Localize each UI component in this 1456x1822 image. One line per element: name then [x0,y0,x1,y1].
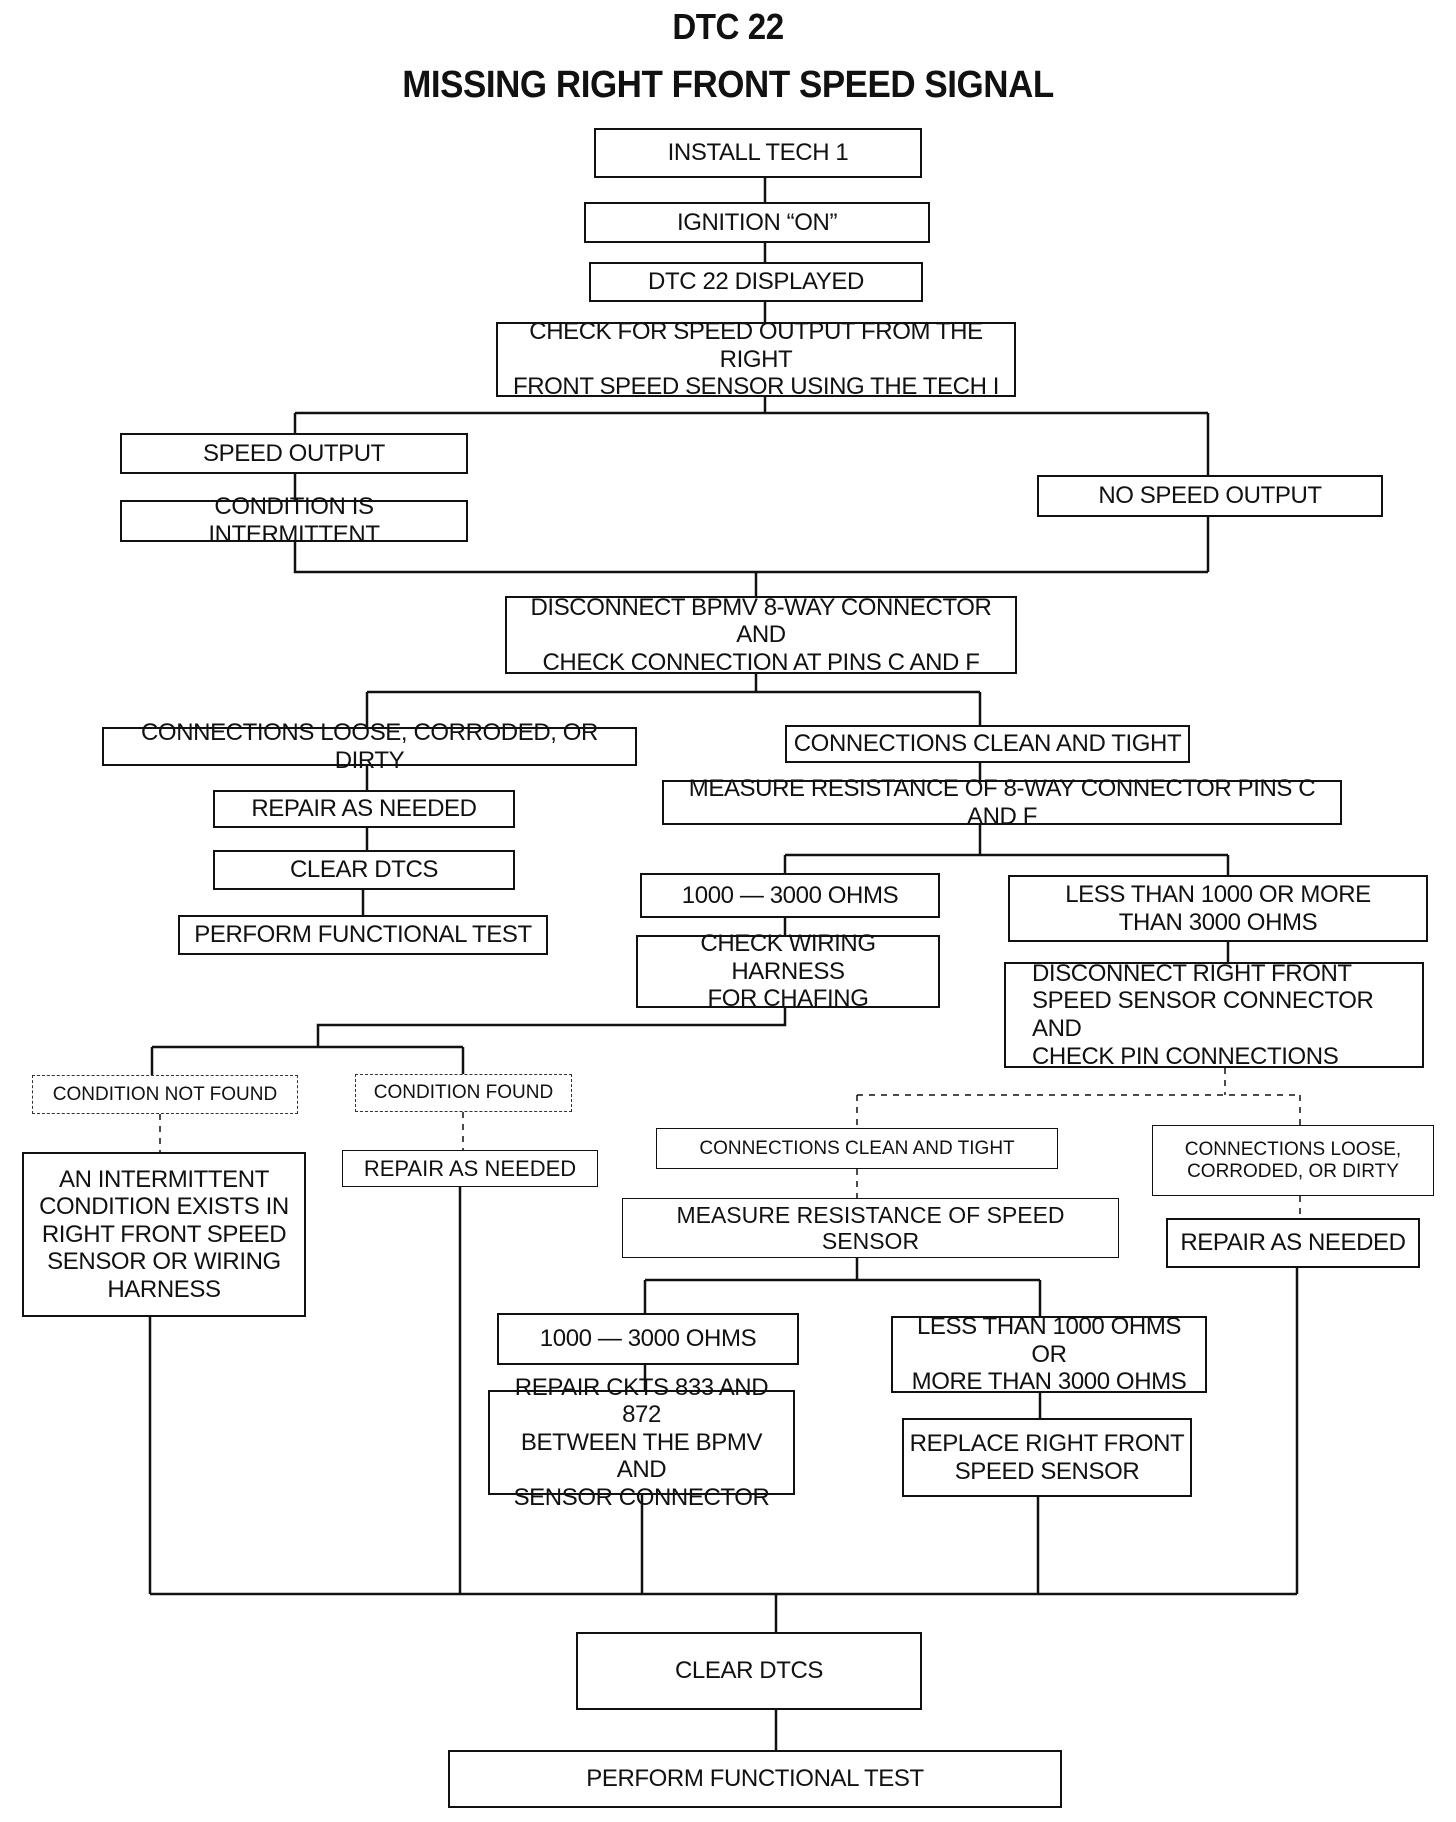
ohms-ok-sensor-box: 1000 — 3000 OHMS [497,1313,799,1365]
intermittent-exists-box: AN INTERMITTENT CONDITION EXISTS IN RIGH… [22,1152,306,1317]
cond-not-found-label: CONDITION NOT FOUND [52,1083,278,1105]
rf-loose-box: CONNECTIONS LOOSE, CORRODED, OR DIRTY [1152,1125,1434,1196]
check-harness-label: CHECK WIRING HARNESS FOR CHAFING [700,930,876,1013]
ohms-ok-sensor-label: 1000 — 3000 OHMS [539,1325,757,1353]
ignition-on-box: IGNITION “ON” [584,202,930,243]
harness-repair-box: REPAIR AS NEEDED [342,1150,598,1187]
disconnect-bpmv-box: DISCONNECT BPMV 8-WAY CONNECTOR AND CHEC… [505,593,1017,676]
rf-repair-label: REPAIR AS NEEDED [1180,1229,1406,1257]
repair-ckts-box: REPAIR CKTS 833 AND 872 BETWEEN THE BPMV… [488,1374,795,1511]
check-speed-output-box: CHECK FOR SPEED OUTPUT FROM THE RIGHT FR… [496,318,1016,400]
replace-sensor-box: REPLACE RIGHT FRONT SPEED SENSOR [902,1418,1192,1497]
disconnect-rf-label: DISCONNECT RIGHT FRONT SPEED SENSOR CONN… [1032,959,1374,1070]
cond-found-box: CONDITION FOUND [355,1074,572,1112]
disconnect-bpmv-label: DISCONNECT BPMV 8-WAY CONNECTOR AND CHEC… [530,593,992,676]
speed-output-box: SPEED OUTPUT [120,433,468,474]
cond-not-found-box: CONDITION NOT FOUND [32,1075,298,1114]
final-clear-label: CLEAR DTCS [674,1657,824,1685]
check-harness-box: CHECK WIRING HARNESS FOR CHAFING [636,930,940,1012]
no-speed-output-box: NO SPEED OUTPUT [1037,475,1383,517]
repair-ckts-label: REPAIR CKTS 833 AND 872 BETWEEN THE BPMV… [513,1373,770,1511]
rf-clean-box: CONNECTIONS CLEAN AND TIGHT [656,1128,1058,1169]
bpmv-clean-label: CONNECTIONS CLEAN AND TIGHT [793,730,1182,758]
disconnect-rf-box: DISCONNECT RIGHT FRONT SPEED SENSOR CONN… [1004,959,1424,1070]
install-tech1-box: INSTALL TECH 1 [594,128,922,178]
condition-intermittent-label: CONDITION IS INTERMITTENT [208,493,380,548]
ohms-bad-sensor-label: LESS THAN 1000 OHMS OR MORE THAN 3000 OH… [911,1313,1187,1396]
check-speed-output-label: CHECK FOR SPEED OUTPUT FROM THE RIGHT FR… [512,318,1000,401]
harness-repair-label: REPAIR AS NEEDED [363,1155,577,1181]
bpmv-clear-label: CLEAR DTCS [289,856,439,884]
speed-output-label: SPEED OUTPUT [203,439,385,467]
bpmv-repair-label: REPAIR AS NEEDED [251,795,477,823]
replace-sensor-label: REPLACE RIGHT FRONT SPEED SENSOR [909,1429,1185,1485]
bpmv-functional-box: PERFORM FUNCTIONAL TEST [178,915,548,955]
line-harness-down [316,1008,787,1047]
no-speed-output-label: NO SPEED OUTPUT [1098,482,1322,510]
ohms-bad-8way-label: LESS THAN 1000 OR MORE THAN 3000 OHMS [1065,880,1371,936]
bpmv-loose-label: CONNECTIONS LOOSE, CORRODED, OR DIRTY [141,718,598,774]
title-code: DTC 22 [672,6,784,47]
cond-found-label: CONDITION FOUND [373,1082,554,1104]
ignition-on-label: IGNITION “ON” [676,208,838,236]
bpmv-repair-box: REPAIR AS NEEDED [213,790,515,828]
title-name: MISSING RIGHT FRONT SPEED SIGNAL [402,64,1054,106]
bpmv-loose-box: CONNECTIONS LOOSE, CORRODED, OR DIRTY [102,719,637,774]
final-functional-box: PERFORM FUNCTIONAL TEST [448,1750,1062,1808]
bpmv-clear-box: CLEAR DTCS [213,850,515,890]
rf-loose-label: CONNECTIONS LOOSE, CORRODED, OR DIRTY [1184,1138,1402,1182]
install-tech1-label: INSTALL TECH 1 [667,139,849,167]
measure-sensor-label: MEASURE RESISTANCE OF SPEED SENSOR [676,1201,1065,1254]
final-functional-label: PERFORM FUNCTIONAL TEST [586,1765,924,1793]
rf-clean-label: CONNECTIONS CLEAN AND TIGHT [699,1137,1015,1159]
ohms-bad-8way-box: LESS THAN 1000 OR MORE THAN 3000 OHMS [1008,875,1428,942]
measure-8way-box: MEASURE RESISTANCE OF 8-WAY CONNECTOR PI… [662,775,1342,830]
rf-repair-box: REPAIR AS NEEDED [1166,1218,1420,1268]
measure-sensor-box: MEASURE RESISTANCE OF SPEED SENSOR [622,1198,1119,1258]
ohms-ok-8way-label: 1000 — 3000 OHMS [681,881,899,909]
dtc22-displayed-label: DTC 22 DISPLAYED [648,268,864,296]
ohms-bad-sensor-box: LESS THAN 1000 OHMS OR MORE THAN 3000 OH… [891,1313,1207,1396]
bpmv-functional-label: PERFORM FUNCTIONAL TEST [194,921,532,949]
measure-8way-label: MEASURE RESISTANCE OF 8-WAY CONNECTOR PI… [688,774,1316,830]
intermittent-exists-label: AN INTERMITTENT CONDITION EXISTS IN RIGH… [39,1165,289,1303]
line-merge-1 [293,566,1208,574]
ohms-ok-8way-box: 1000 — 3000 OHMS [640,873,940,918]
dtc22-displayed-box: DTC 22 DISPLAYED [589,262,923,302]
final-clear-box: CLEAR DTCS [576,1632,922,1710]
bpmv-clean-box: CONNECTIONS CLEAN AND TIGHT [785,725,1190,763]
condition-intermittent-box: CONDITION IS INTERMITTENT [120,493,468,548]
